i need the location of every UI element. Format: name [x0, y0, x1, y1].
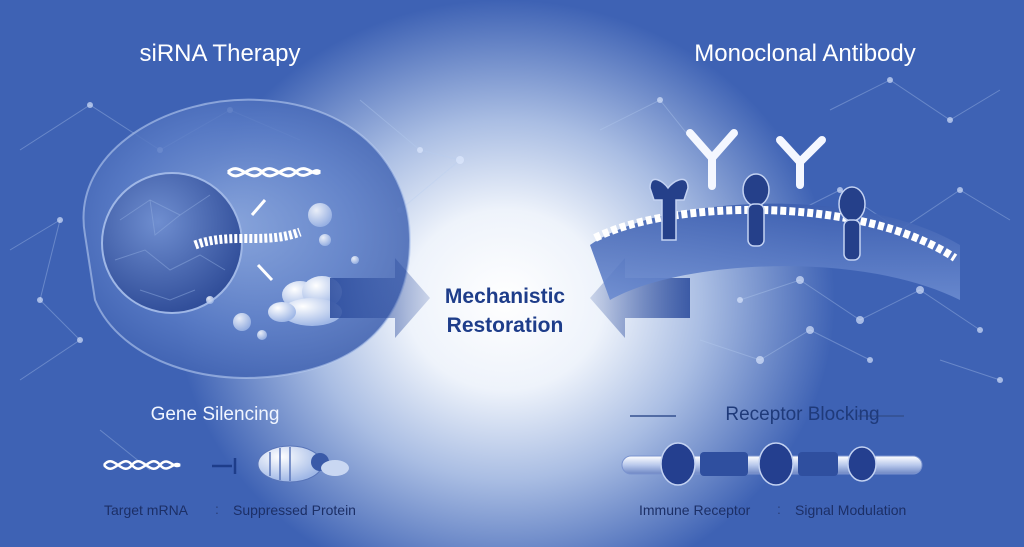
- right-caption-end: Signal Modulation: [795, 502, 907, 518]
- dna-helix-small-icon: [103, 460, 181, 470]
- suppressed-protein-icon: [257, 445, 349, 483]
- cell-illustration: [82, 98, 412, 379]
- receptor-rod-icon: [621, 442, 923, 486]
- receptor-icon: [649, 173, 866, 261]
- dna-helix-icon: [226, 167, 322, 178]
- right-caption-start: Immune Receptor: [639, 502, 751, 518]
- antibody-icon: [686, 129, 826, 190]
- left-panel-subtitle: Gene Silencing: [150, 404, 280, 425]
- right-caption-separator: :: [777, 501, 781, 517]
- inhibit-icon: [212, 458, 237, 474]
- left-panel-title: siRNA Therapy: [139, 40, 301, 67]
- center-label-line1: Mechanistic: [444, 285, 566, 308]
- left-caption-end: Suppressed Protein: [233, 502, 356, 518]
- rna-strand-icon: [193, 227, 302, 250]
- arrow-left-icon: [330, 258, 430, 338]
- left-caption-separator: :: [215, 501, 219, 517]
- center-label-line2: Restoration: [446, 314, 564, 337]
- left-caption-start: Target mRNA: [104, 502, 189, 518]
- membrane-illustration: [590, 203, 960, 300]
- right-panel-subtitle: Receptor Blocking: [725, 404, 880, 425]
- center-label: Mechanistic Restoration: [400, 282, 610, 340]
- right-panel-title: Monoclonal Antibody: [694, 40, 916, 67]
